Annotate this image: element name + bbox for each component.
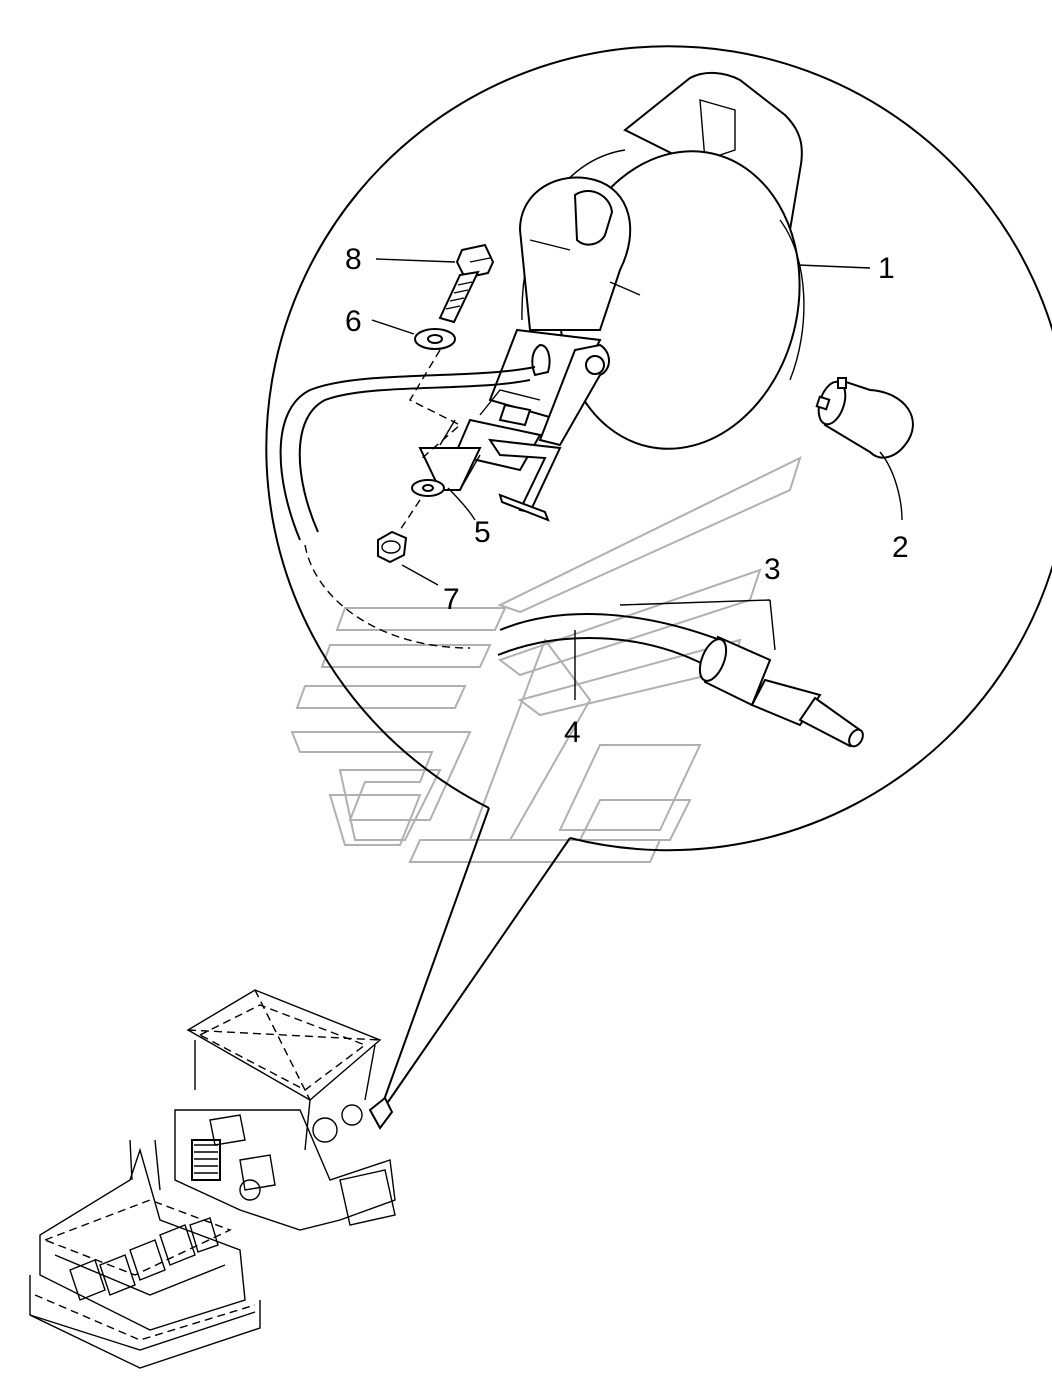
lock-washer xyxy=(411,479,445,497)
callout-8: 8 xyxy=(345,243,362,276)
bulb xyxy=(815,377,914,459)
callout-5: 5 xyxy=(474,516,491,549)
cable-dashed-path xyxy=(304,544,471,649)
washer xyxy=(414,328,456,350)
callout-7: 7 xyxy=(443,583,460,616)
bolt xyxy=(438,243,495,324)
detail-circle xyxy=(265,45,1052,852)
callout-2: 2 xyxy=(892,531,909,564)
cable-sleeve xyxy=(497,612,864,748)
cable xyxy=(279,366,536,541)
callout-4: 4 xyxy=(564,716,581,749)
leader-lines xyxy=(371,258,903,700)
magnification-line-right xyxy=(387,837,571,1103)
callout-6: 6 xyxy=(345,305,362,338)
callout-1: 1 xyxy=(878,252,895,285)
callout-3: 3 xyxy=(764,553,781,586)
nut xyxy=(377,530,408,564)
magnification-line-left xyxy=(383,807,490,1101)
lamp-housing xyxy=(418,72,805,522)
paver-machine xyxy=(29,989,396,1369)
